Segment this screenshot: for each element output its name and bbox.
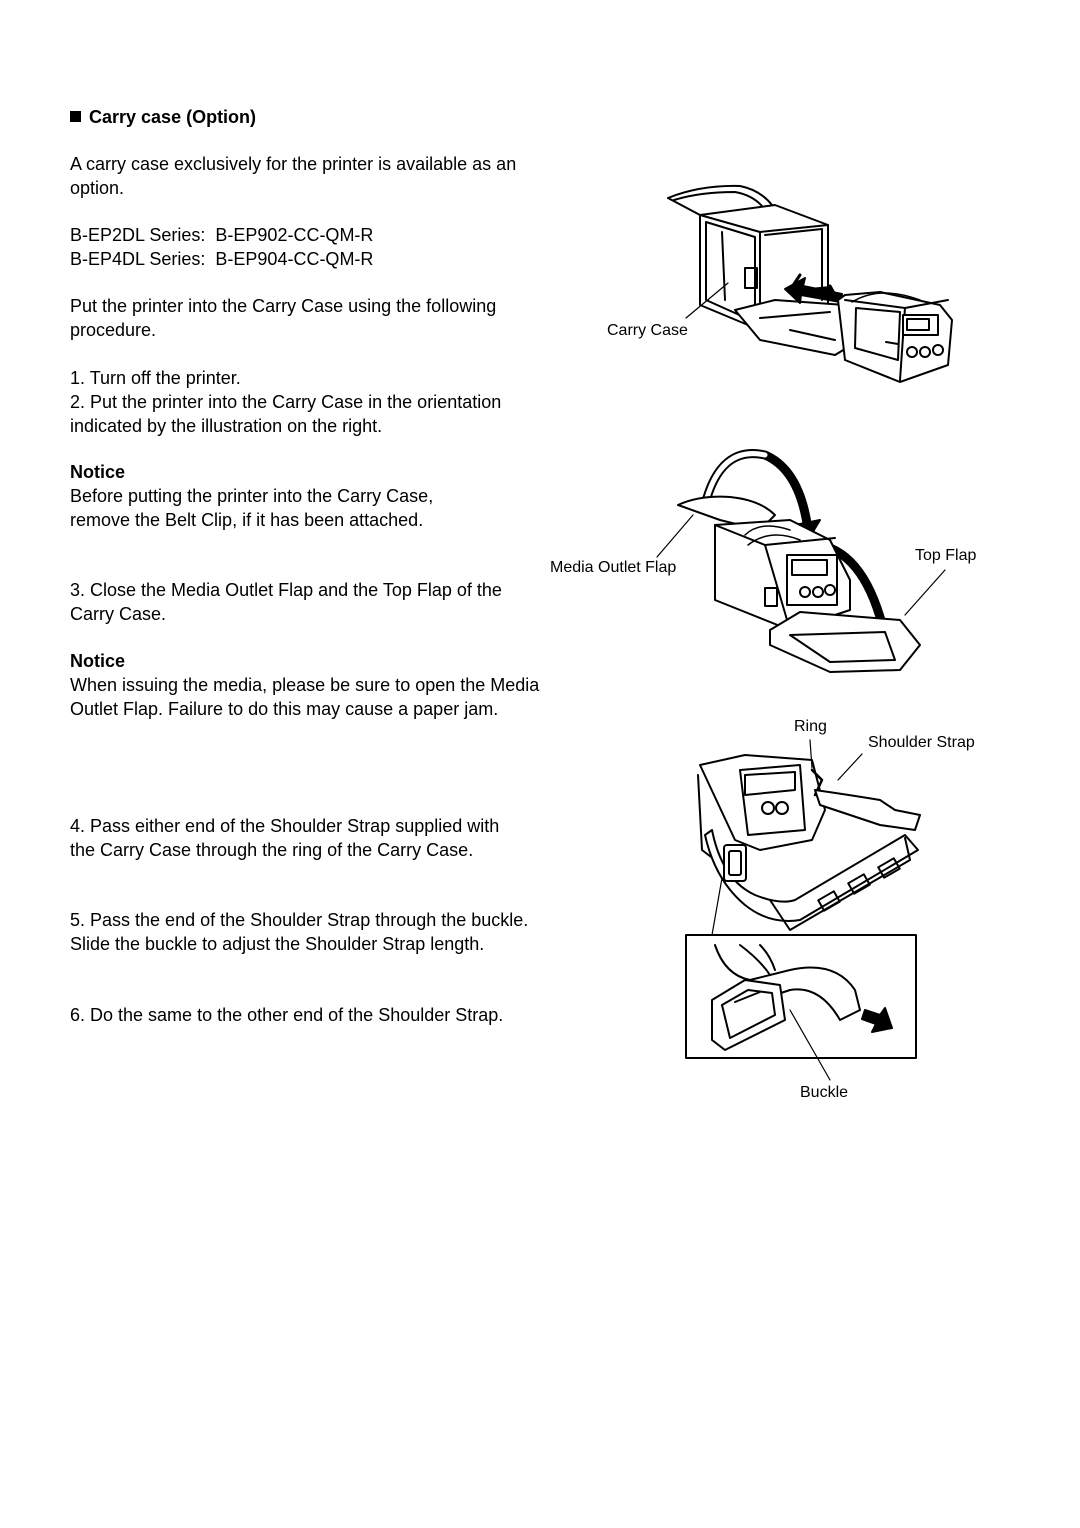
section-heading-text: Carry case (Option) (89, 107, 257, 127)
step-1: 1. Turn off the printer. (70, 368, 241, 388)
label-media-outlet-flap: Media Outlet Flap (550, 559, 677, 576)
notice-title: Notice (70, 651, 126, 671)
carry-case-open-figure (667, 184, 953, 383)
shoulder-strap-figure (697, 739, 921, 936)
model-part-number: B-EP904-CC-QM-R (215, 249, 374, 269)
step-6: 6. Do the same to the other end of the S… (70, 1005, 504, 1025)
buckle-detail-figure (685, 934, 917, 1081)
model-row: B-EP4DL Series: B-EP904-CC-QM-R (70, 247, 373, 271)
procedure-intro: Put the printer into the Carry Case usin… (70, 296, 497, 340)
label-top-flap: Top Flap (915, 547, 977, 564)
label-buckle: Buckle (800, 1084, 849, 1101)
label-carry-case: Carry Case (607, 322, 688, 339)
step-4: 4. Pass either end of the Shoulder Strap… (70, 816, 500, 860)
intro-paragraph: A carry case exclusively for the printer… (70, 154, 517, 198)
notice-text: Before putting the printer into the Carr… (70, 486, 434, 530)
carry-case-closing-figure (656, 449, 946, 673)
model-row: B-EP2DL Series: B-EP902-CC-QM-R (70, 223, 373, 247)
square-bullet-icon (70, 111, 81, 122)
model-series: B-EP2DL Series: (70, 225, 206, 245)
notice-text: When issuing the media, please be sure t… (70, 675, 540, 719)
notice-title: Notice (70, 462, 126, 482)
step-3: 3. Close the Media Outlet Flap and the T… (70, 580, 502, 624)
label-shoulder-strap: Shoulder Strap (868, 734, 975, 751)
step-5: 5. Pass the end of the Shoulder Strap th… (70, 910, 529, 954)
model-part-number: B-EP902-CC-QM-R (215, 225, 374, 245)
model-series: B-EP4DL Series: (70, 249, 206, 269)
label-ring: Ring (794, 718, 827, 735)
section-heading: Carry case (Option) (70, 105, 256, 129)
step-2: 2. Put the printer into the Carry Case i… (70, 392, 502, 436)
